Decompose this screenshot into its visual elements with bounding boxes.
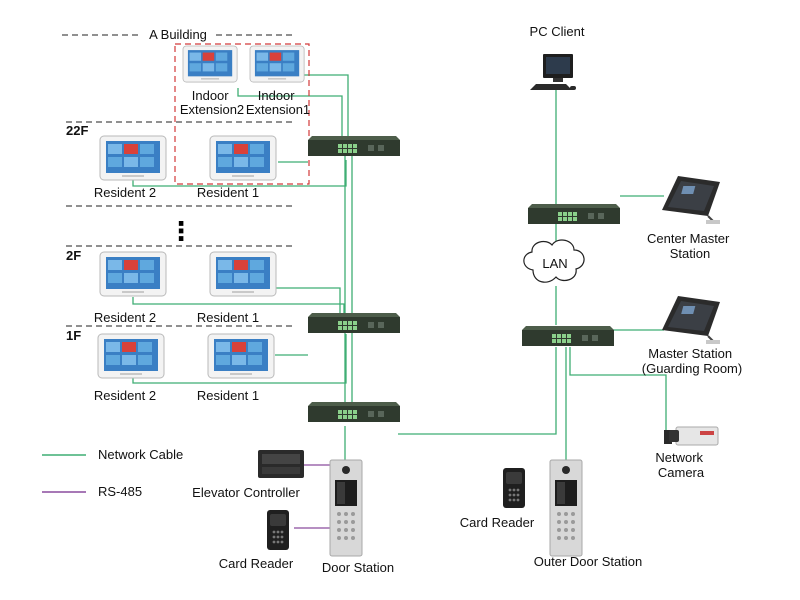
pc-client-label: PC Client: [530, 24, 585, 39]
lower-switch: [522, 326, 614, 346]
door-station-label: Door Station: [322, 560, 394, 575]
pc-client-device: [530, 54, 576, 90]
indoor-extension-2-label: Indoor Extension2: [180, 88, 244, 117]
lan-cloud: LAN: [523, 239, 585, 283]
rs485-lines: [294, 464, 330, 529]
center-master-station-device: [661, 175, 721, 225]
indoor-extension-1-device: [249, 45, 305, 83]
resident-22f-1-device: [209, 135, 277, 181]
floor-label-22f: 22F: [66, 123, 88, 138]
resident-22f-2-device: [99, 135, 167, 181]
resident-22f-2-label: Resident 2: [94, 185, 156, 200]
lan-label: LAN: [542, 256, 567, 271]
resident-1f-2-label: Resident 2: [94, 388, 156, 403]
resident-1f-1-device: [207, 333, 275, 379]
resident-22f-1-label: Resident 1: [197, 185, 259, 200]
network-camera-label: Network Camera: [655, 450, 706, 480]
legend-rs485-label: RS-485: [98, 484, 142, 499]
master-station-device: [661, 295, 721, 345]
indoor-extension-group: [174, 43, 310, 185]
building-title: A Building: [149, 27, 207, 42]
floor-label-2f: 2F: [66, 248, 81, 263]
floor-ellipsis: ⋮: [168, 217, 194, 247]
door-station-device: [329, 459, 363, 557]
network-cable-lines: [132, 74, 667, 462]
core-switch: [528, 204, 620, 224]
card-reader-right-device: [503, 468, 525, 508]
switch-door: [308, 402, 400, 422]
legend-network-label: Network Cable: [98, 447, 183, 462]
outer-door-station-label: Outer Door Station: [534, 554, 642, 569]
elevator-controller-device: [258, 450, 304, 478]
outer-door-station-device: [549, 459, 583, 557]
resident-2f-1-label: Resident 1: [197, 310, 259, 325]
floor-label-1f: 1F: [66, 328, 81, 343]
indoor-extension-2-device: [182, 45, 238, 83]
resident-2f-1-device: [209, 251, 277, 297]
legend: Network Cable RS-485: [42, 447, 183, 499]
card-reader-right-label: Card Reader: [460, 515, 535, 530]
network-camera-device: [664, 426, 719, 446]
master-station-label: Master Station (Guarding Room): [642, 346, 742, 376]
switch-1f: [308, 313, 400, 333]
switch-22f: [308, 136, 400, 156]
resident-1f-1-label: Resident 1: [197, 388, 259, 403]
resident-2f-2-device: [99, 251, 167, 297]
indoor-extension-1-label: Indoor Extension1: [246, 88, 310, 117]
resident-2f-2-label: Resident 2: [94, 310, 156, 325]
elevator-controller-label: Elevator Controller: [192, 485, 300, 500]
resident-1f-2-device: [97, 333, 165, 379]
card-reader-left-device: [267, 510, 289, 550]
center-master-station-label: Center Master Station: [647, 231, 733, 261]
card-reader-left-label: Card Reader: [219, 556, 294, 571]
